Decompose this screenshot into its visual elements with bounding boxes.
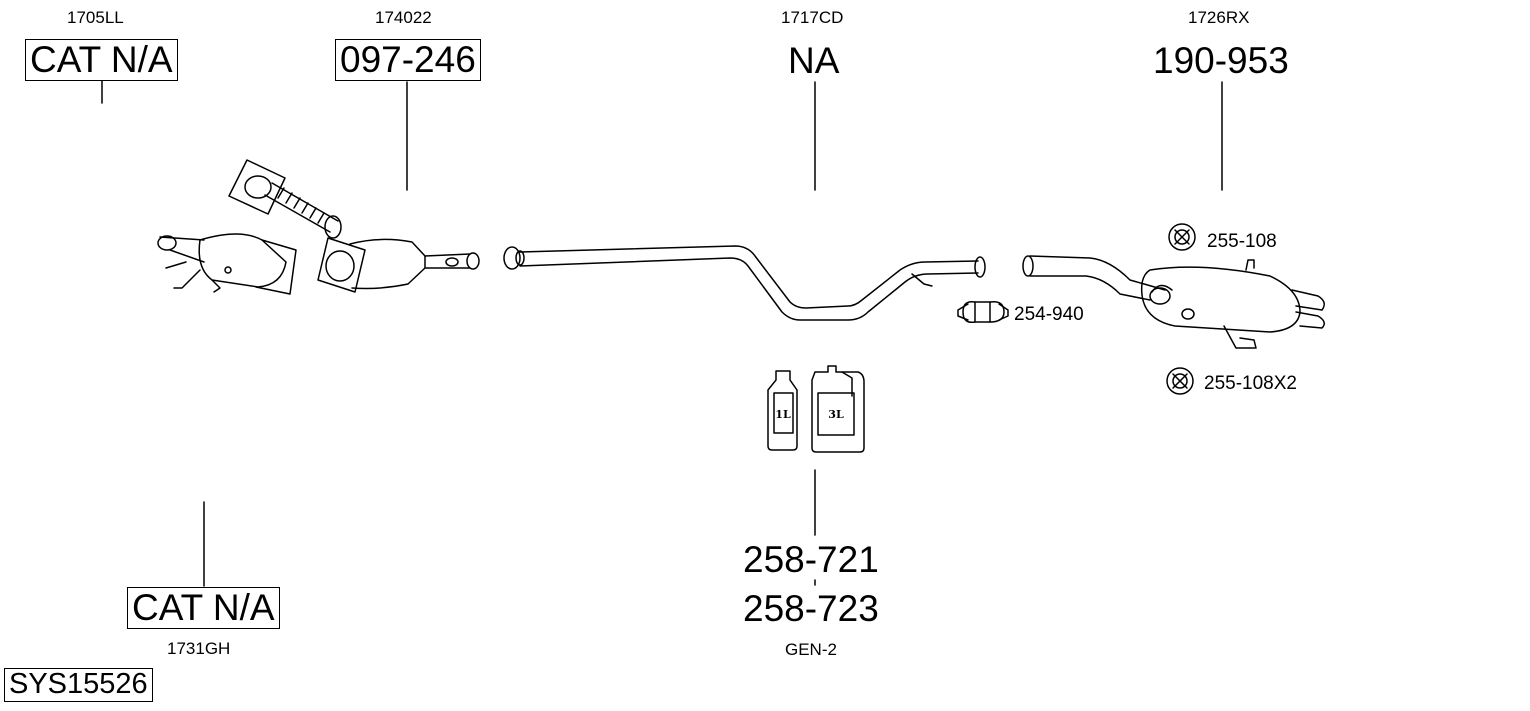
ref-1705ll: 1705LL <box>67 8 124 27</box>
flex-pipe-drawing <box>228 159 342 239</box>
ref-1731gh: 1731GH <box>167 639 231 658</box>
hanger-bottom-drawing <box>1166 367 1194 395</box>
ref-1717cd: 1717CD <box>781 8 844 27</box>
ref-174022: 174022 <box>375 8 432 27</box>
system-id: SYS15526 <box>4 668 153 702</box>
part-number-258-721[interactable]: 258-721 <box>743 539 879 580</box>
part-number-hanger-top[interactable]: 255-108 <box>1207 231 1277 252</box>
part-number-cat-rear[interactable]: CAT N/A <box>127 587 280 629</box>
small-container-label: 1L <box>775 408 791 421</box>
part-number-na[interactable]: NA <box>788 40 840 81</box>
ref-1726rx: 1726RX <box>1188 8 1250 27</box>
front-catalyst-drawing <box>157 233 297 295</box>
dpf-drawing <box>317 237 480 293</box>
part-number-190-953[interactable]: 190-953 <box>1153 40 1289 81</box>
clamp-drawing <box>957 300 1009 324</box>
paste-bottles-drawing <box>767 365 865 453</box>
part-number-097-246[interactable]: 097-246 <box>335 39 481 81</box>
intermediate-pipe-drawing <box>503 245 986 321</box>
part-number-cat-front[interactable]: CAT N/A <box>25 39 178 81</box>
part-number-258-723[interactable]: 258-723 <box>743 588 879 629</box>
rear-silencer-drawing <box>1022 255 1325 349</box>
ref-gen-2: GEN-2 <box>785 640 837 659</box>
part-number-hanger-bottom[interactable]: 255-108X2 <box>1204 373 1297 394</box>
hanger-top-drawing <box>1168 223 1196 251</box>
large-container-label: 3L <box>828 408 844 421</box>
part-number-clamp[interactable]: 254-940 <box>1014 304 1084 325</box>
